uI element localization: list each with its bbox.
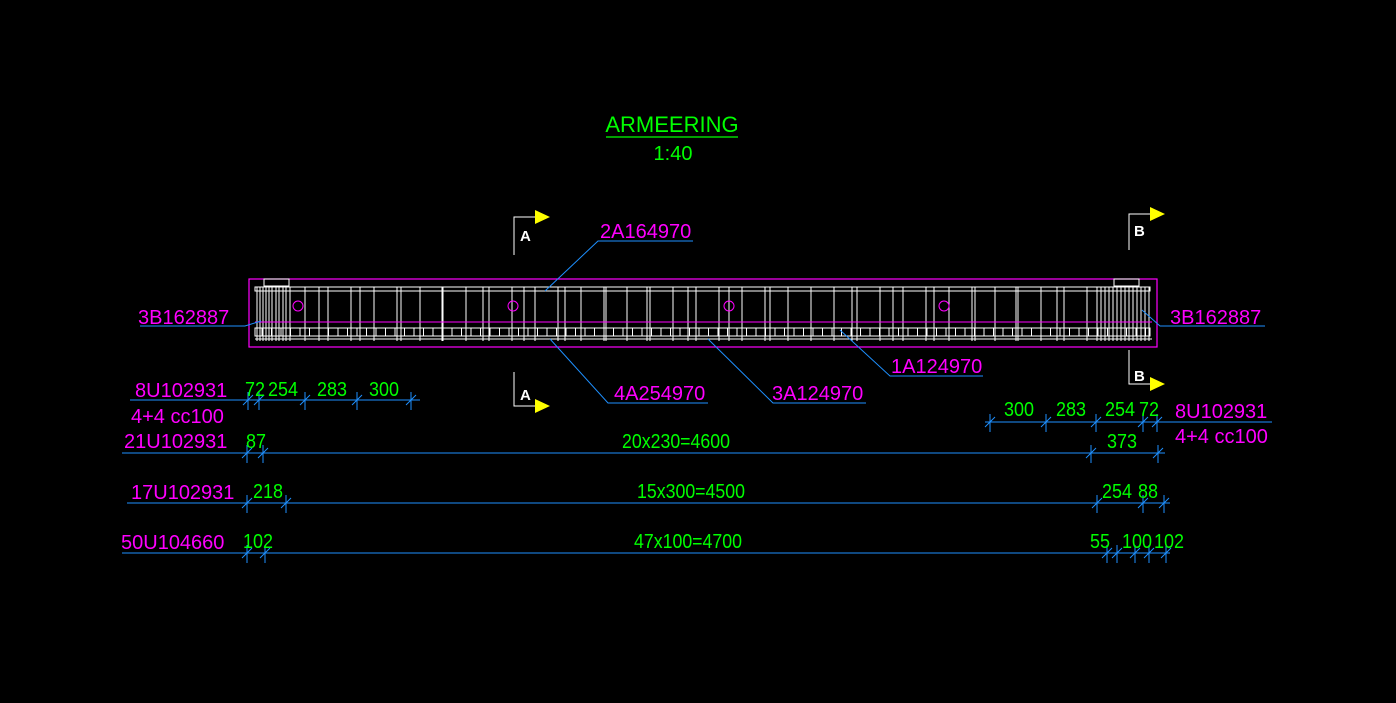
row1-dim-right-2: 283 xyxy=(1056,399,1086,421)
dimension-tick xyxy=(1085,447,1097,459)
lifting-hole-4 xyxy=(938,300,950,312)
dimension-tick xyxy=(984,416,996,428)
leader-bottom-mid xyxy=(707,338,866,404)
dimension-tick xyxy=(405,394,417,406)
lifting-hole-3 xyxy=(723,300,735,312)
dimension-tick xyxy=(242,394,254,406)
section-label-b-top: B xyxy=(1134,223,1145,240)
bar-label-bottom-left: 4A254970 xyxy=(614,383,705,405)
dimension-tick xyxy=(1111,547,1123,559)
section-marker-b-bottom: B xyxy=(1128,350,1165,391)
leader-right xyxy=(1141,309,1265,327)
row4-dim-1: 102 xyxy=(243,531,273,553)
dimension-tick xyxy=(1091,497,1103,509)
row3-dim-3: 254 xyxy=(1102,481,1132,503)
section-marker-b-top: B xyxy=(1128,207,1165,250)
dimension-row-2: 21U102931 87 20x230=4600 373 xyxy=(122,431,1165,463)
row4-dim-3: 55 xyxy=(1090,531,1110,553)
dimension-ticks-row-4 xyxy=(241,545,1172,563)
dimension-tick xyxy=(1137,497,1149,509)
dimension-row-1: 8U102931 4+4 cc100 8U102931 4+4 cc100 72… xyxy=(130,379,1272,448)
dimension-tick xyxy=(1152,447,1164,459)
dimension-tick xyxy=(1151,416,1163,428)
drawing-scale: 1:40 xyxy=(654,143,693,165)
dimension-ticks-row-3 xyxy=(241,495,1170,513)
dimension-tick xyxy=(1101,547,1113,559)
dimension-tick xyxy=(253,394,265,406)
dimension-tick xyxy=(1090,416,1102,428)
row1-label-left: 8U102931 xyxy=(135,380,227,402)
dimension-tick xyxy=(280,497,292,509)
row3-dim-4: 88 xyxy=(1138,481,1158,503)
dimension-tick xyxy=(257,447,269,459)
row1-dim-right-3: 254 xyxy=(1105,399,1135,421)
bottom-reinforcement xyxy=(254,327,1151,337)
dimension-tick xyxy=(259,547,271,559)
row1-dim-left-2: 254 xyxy=(268,379,298,401)
section-label-a-bottom: A xyxy=(520,387,531,404)
dimension-tick xyxy=(1158,497,1170,509)
lifting-hole-1 xyxy=(292,300,304,312)
section-label-b-bottom: B xyxy=(1134,368,1145,385)
leader-bottom-left xyxy=(549,338,708,404)
dimension-tick xyxy=(241,447,253,459)
bar-label-bottom-right: 1A124970 xyxy=(891,356,982,378)
beam-elevation xyxy=(248,278,1158,348)
row1-dim-left-4: 300 xyxy=(369,379,399,401)
row2-dim-2: 20x230=4600 xyxy=(622,431,730,453)
row1-sub-right: 4+4 cc100 xyxy=(1175,426,1268,448)
dimension-tick xyxy=(1143,547,1155,559)
row1-dim-right-4: 72 xyxy=(1139,399,1159,421)
bar-label-bottom-mid: 3A124970 xyxy=(772,383,863,405)
row4-dim-4: 100 xyxy=(1122,531,1152,553)
beam-outline xyxy=(248,278,1158,348)
row2-label: 21U102931 xyxy=(124,431,227,453)
bar-label-top: 2A164970 xyxy=(600,221,691,243)
bar-label-right: 3B162887 xyxy=(1170,307,1261,329)
section-marker-a-bottom: A xyxy=(513,372,550,413)
leader-left xyxy=(140,320,262,327)
bar-labels xyxy=(140,240,1265,404)
row4-dim-5: 102 xyxy=(1154,531,1184,553)
top-reinforcement xyxy=(254,286,1151,292)
support-plate-right xyxy=(1113,278,1140,287)
row1-dim-left-1: 72 xyxy=(245,379,265,401)
dimension-tick xyxy=(351,394,363,406)
section-label-a-top: A xyxy=(520,228,531,245)
dimension-tick xyxy=(1137,416,1149,428)
row3-dim-2: 15x300=4500 xyxy=(637,481,745,503)
row1-dim-right-1: 300 xyxy=(1004,399,1034,421)
dimension-tick xyxy=(241,547,253,559)
stirrup-group xyxy=(256,287,1150,341)
row1-label-right: 8U102931 xyxy=(1175,401,1267,423)
dimension-row-4: 50U104660 102 47x100=4700 55 100 102 xyxy=(121,531,1184,563)
row4-label: 50U104660 xyxy=(121,532,224,554)
dimension-ticks-row-2 xyxy=(241,445,1164,463)
row2-dim-1: 87 xyxy=(246,431,266,453)
bottom-bar-ticks xyxy=(261,328,1146,336)
support-plate-left xyxy=(263,278,290,287)
leader-top xyxy=(544,240,693,292)
drawing-title: ARMEERING xyxy=(605,112,738,137)
dimension-tick xyxy=(1160,547,1172,559)
row1-dim-left-3: 283 xyxy=(317,379,347,401)
row2-dim-3: 373 xyxy=(1107,431,1137,453)
section-marker-a-top: A xyxy=(513,210,550,255)
dimension-tick xyxy=(299,394,311,406)
row1-sub-left: 4+4 cc100 xyxy=(131,406,224,428)
row3-label: 17U102931 xyxy=(131,482,234,504)
dimension-tick xyxy=(241,497,253,509)
row4-dim-2: 47x100=4700 xyxy=(634,531,742,553)
leader-bottom-right xyxy=(839,329,983,377)
row3-dim-1: 218 xyxy=(253,481,283,503)
lifting-hole-2 xyxy=(507,300,519,312)
bar-label-left: 3B162887 xyxy=(138,307,229,329)
dimension-tick xyxy=(1040,416,1052,428)
dimension-ticks-row-1 xyxy=(242,392,1163,432)
dimension-row-3: 17U102931 218 15x300=4500 254 88 xyxy=(127,481,1170,513)
dimension-tick xyxy=(1129,547,1141,559)
